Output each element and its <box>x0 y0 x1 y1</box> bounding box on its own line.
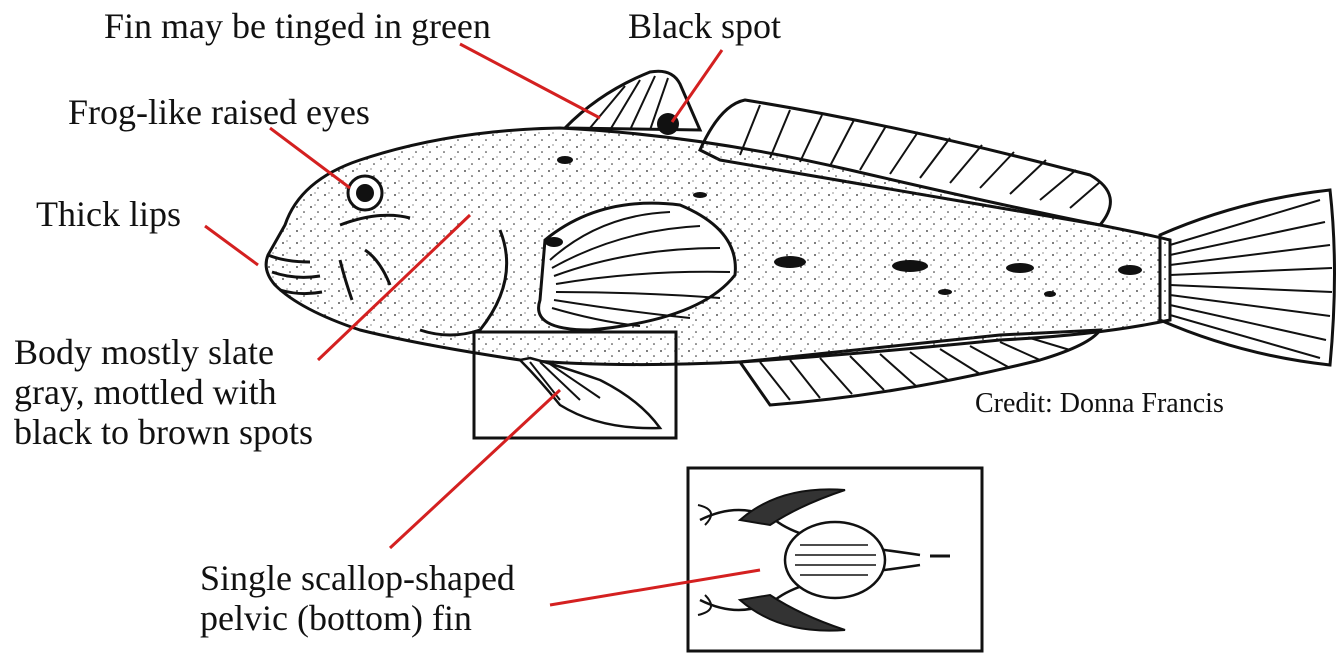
pelvic-label-line2: pelvic (bottom) fin <box>200 598 472 638</box>
frog-eyes-label: Frog-like raised eyes <box>68 92 370 132</box>
tail-fin <box>1160 190 1335 365</box>
body-label-line2: gray, mottled with <box>14 372 277 412</box>
first-dorsal-fin <box>565 71 700 130</box>
pelvic-label-line1: Single scallop-shaped <box>200 558 515 598</box>
ventral-view-inset <box>688 468 982 651</box>
credit-text: Credit: Donna Francis <box>975 388 1224 420</box>
thick-lips-label: Thick lips <box>36 194 181 234</box>
body-label-line1: Body mostly slate <box>14 332 274 372</box>
pelvic-fin-side <box>520 358 660 428</box>
body-label-line3: black to brown spots <box>14 412 313 452</box>
black-spot-label: Black spot <box>628 6 781 46</box>
fin-green-label: Fin may be tinged in green <box>104 6 491 46</box>
